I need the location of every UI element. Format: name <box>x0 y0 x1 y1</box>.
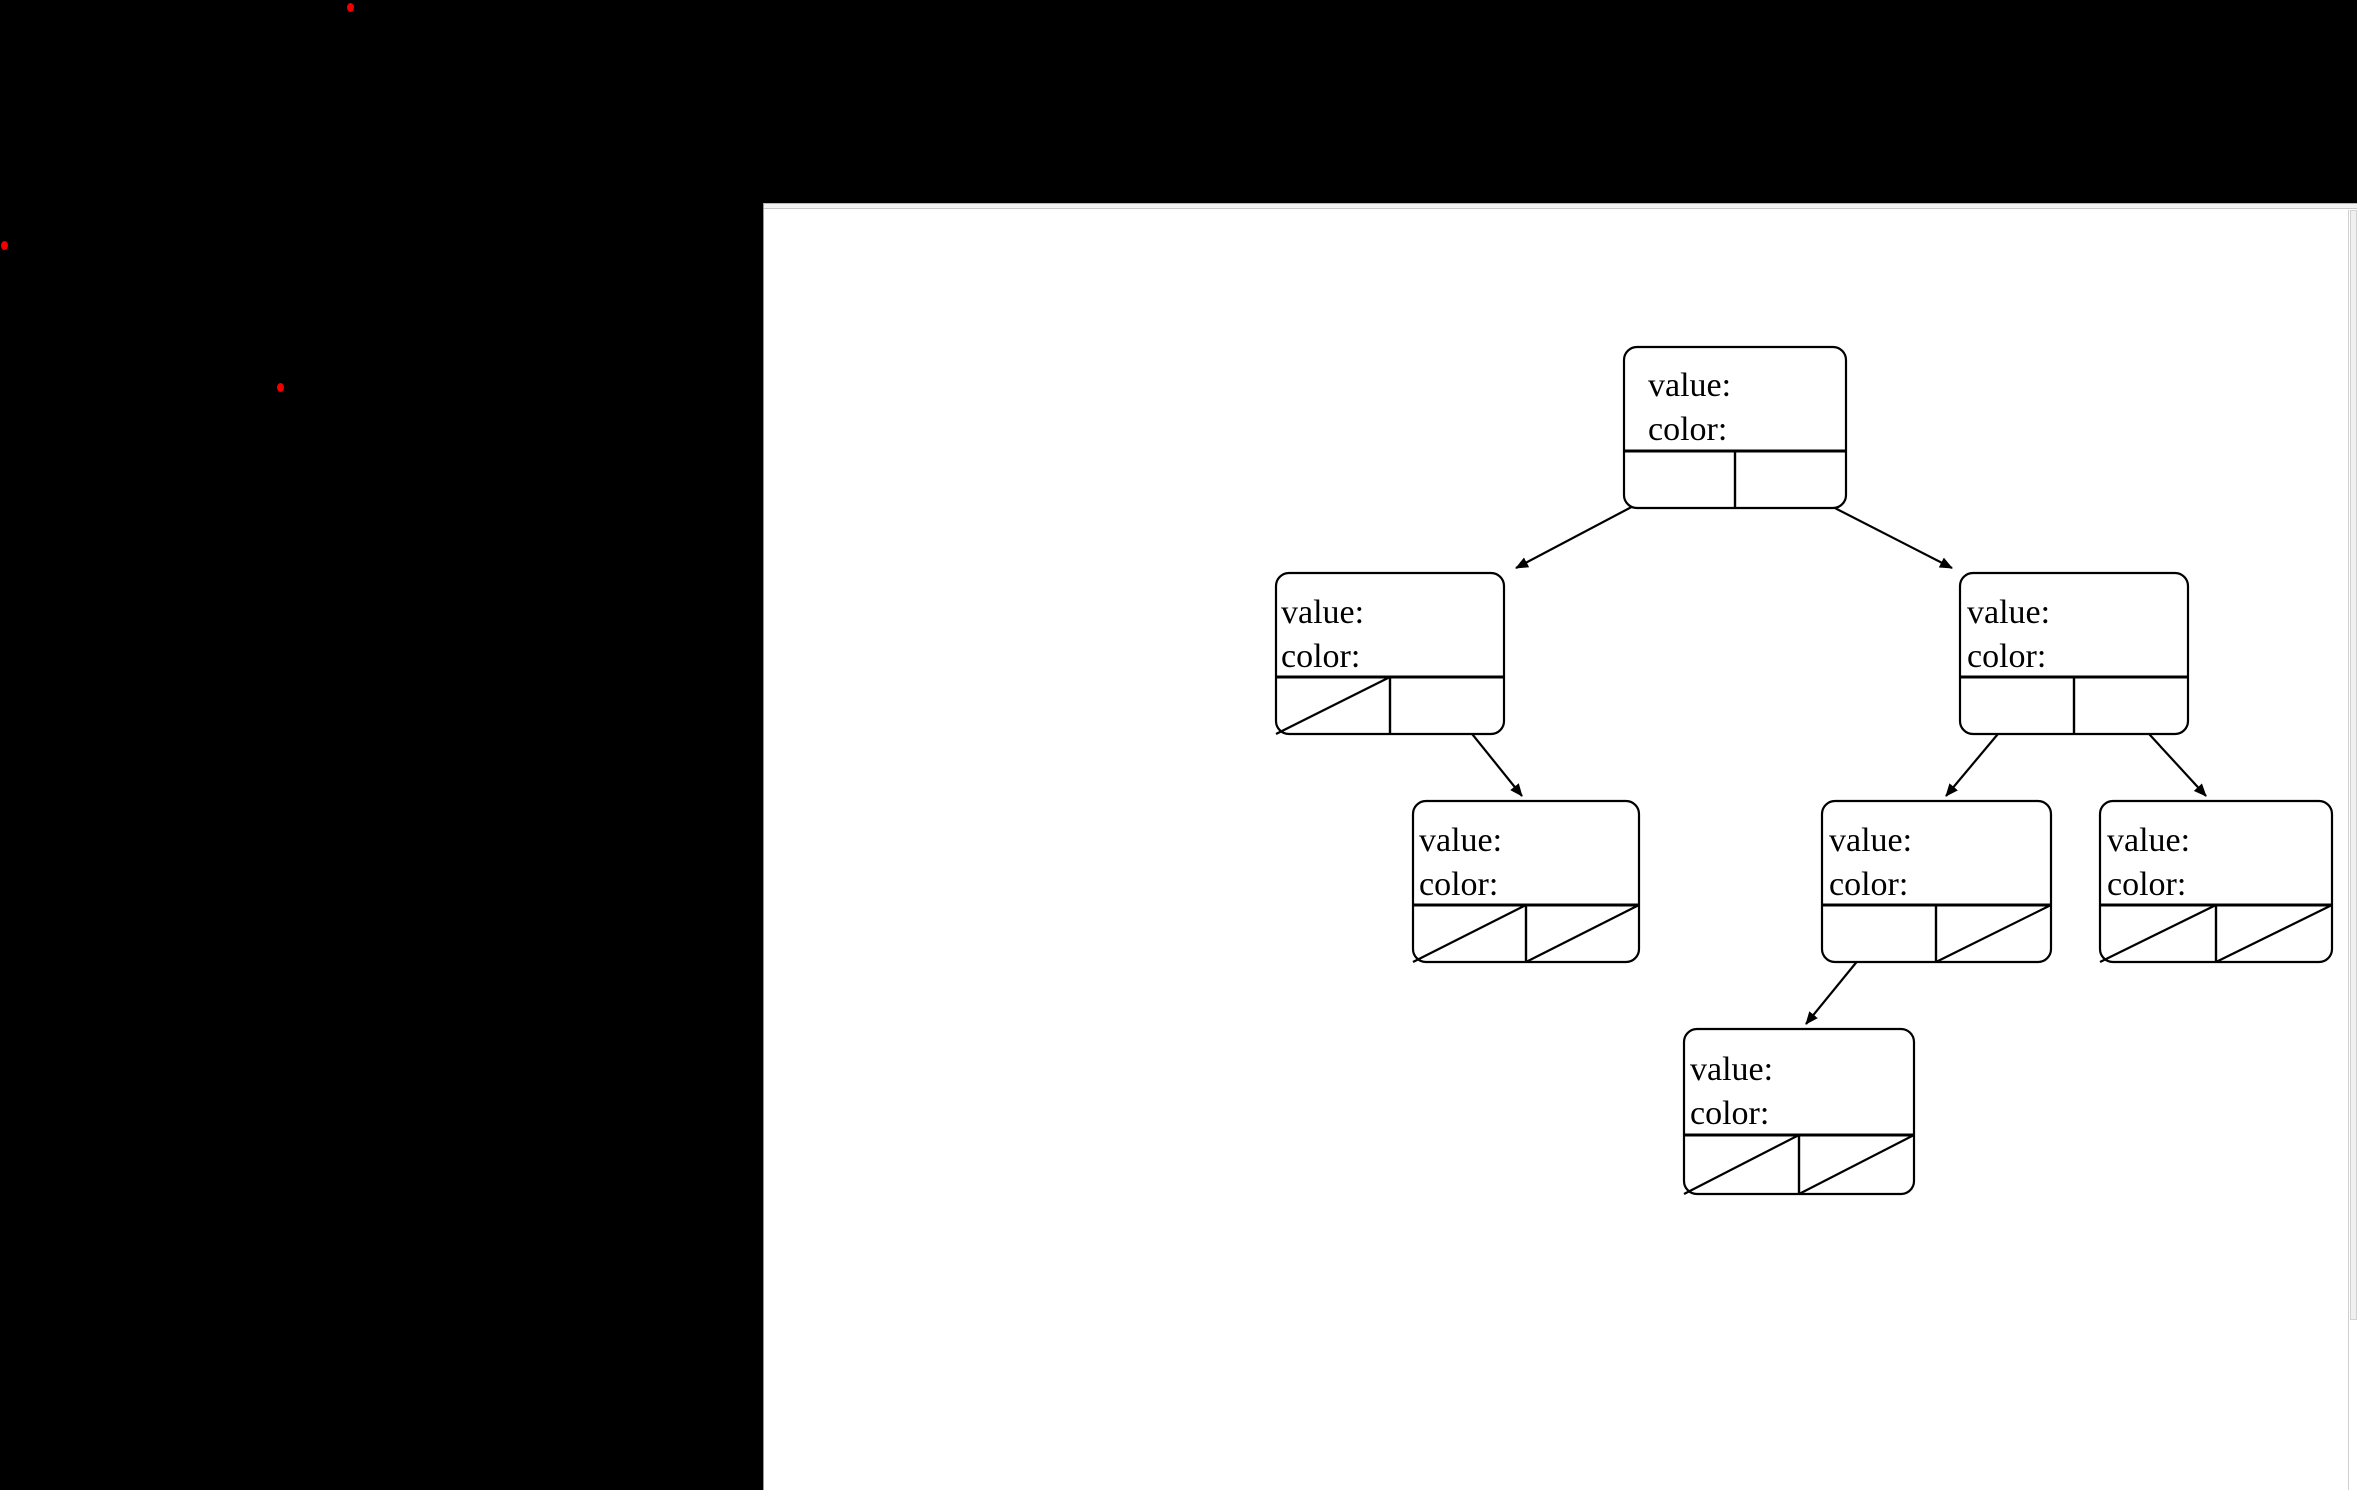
tree-node-right-right[interactable]: value: color: <box>2098 799 2334 964</box>
vertical-scrollbar[interactable] <box>2348 210 2357 1490</box>
node-rr-body <box>2098 799 2334 964</box>
node-lr-color-label: color: <box>1419 866 1498 903</box>
node-rll-color-label: color: <box>1690 1095 1769 1132</box>
node-left-body <box>1274 571 1506 736</box>
node-right-color-label: color: <box>1967 638 2046 675</box>
node-left-color-label: color: <box>1281 638 1360 675</box>
vertical-scrollbar-thumb[interactable] <box>2350 210 2357 1320</box>
node-rr-value-label: value: <box>2107 822 2190 859</box>
tree-node-left[interactable]: value: color: <box>1274 571 1506 736</box>
node-rr-color-label: color: <box>2107 866 2186 903</box>
node-lr-null-slash-left <box>1412 904 1527 963</box>
node-left-value-label: value: <box>1281 594 1364 631</box>
node-rl-body <box>1820 799 2053 964</box>
node-rl-color-label: color: <box>1829 866 1908 903</box>
node-root-body <box>1622 345 1848 510</box>
marker-dot-left <box>1 241 8 250</box>
node-right-value-label: value: <box>1967 594 2050 631</box>
marker-dot-middle <box>277 383 284 392</box>
node-rl-null-slash-right <box>1935 904 2052 963</box>
diagram-panel[interactable]: value: color: value: color: value: color… <box>763 203 2357 1490</box>
node-rll-value-label: value: <box>1690 1051 1773 1088</box>
node-root-color-label: color: <box>1648 411 1727 448</box>
node-rll-body <box>1682 1027 1916 1196</box>
node-right-body <box>1958 571 2190 736</box>
tree-node-left-right[interactable]: value: color: <box>1411 799 1641 964</box>
node-rr-null-slash-right <box>2215 904 2333 963</box>
node-rr-null-slash-left <box>2099 904 2217 963</box>
tree-diagram-canvas[interactable]: value: color: value: color: value: color… <box>764 204 2357 1490</box>
tree-node-root[interactable]: value: color: <box>1622 345 1848 510</box>
node-root-value-label: value: <box>1648 367 1731 404</box>
node-left-null-slash-left <box>1275 676 1391 735</box>
node-rll-null-slash-right <box>1798 1134 1915 1195</box>
panel-top-strip <box>764 204 2357 209</box>
tree-node-right[interactable]: value: color: <box>1958 571 2190 736</box>
marker-dot-top <box>347 3 354 12</box>
tree-node-right-left[interactable]: value: color: <box>1820 799 2053 964</box>
node-lr-null-slash-right <box>1525 904 1640 963</box>
node-rl-value-label: value: <box>1829 822 1912 859</box>
tree-node-right-left-left[interactable]: value: color: <box>1682 1027 1916 1196</box>
node-rll-null-slash-left <box>1683 1134 1800 1195</box>
node-lr-body <box>1411 799 1641 964</box>
node-lr-value-label: value: <box>1419 822 1502 859</box>
